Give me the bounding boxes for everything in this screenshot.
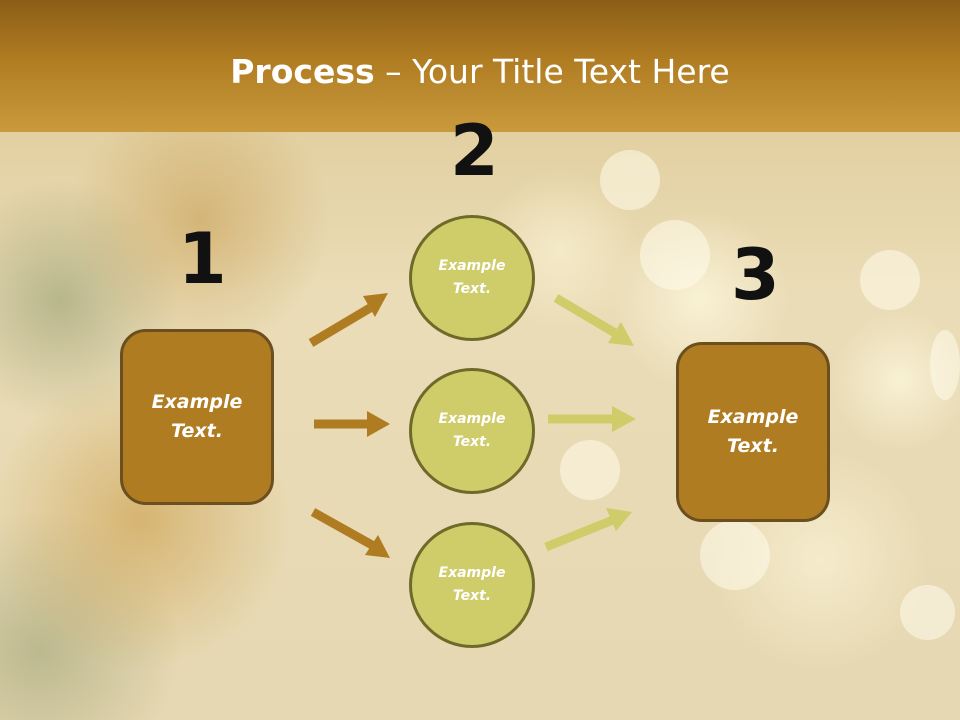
title-bold-text: Process [230,52,375,91]
step-1-box[interactable]: Example Text. [120,329,274,505]
title-rest-text: – Your Title Text Here [374,52,730,91]
arrow-1-to-middle [314,411,390,437]
circle-label-line1: Example [438,258,506,274]
title-band [0,0,960,132]
circle-label-line2: Text. [452,588,492,604]
bokeh-light [700,520,770,590]
step-2-circle-bottom[interactable]: Example Text. [409,522,535,648]
circle-label-line2: Text. [452,281,492,297]
bokeh-light [900,585,955,640]
step-2-number: 2 [450,110,499,192]
bokeh-light [560,440,620,500]
circle-label-line2: Text. [452,434,492,450]
step-3-box[interactable]: Example Text. [676,342,830,522]
bokeh-light [600,150,660,210]
step-2-circle-middle[interactable]: Example Text. [409,368,535,494]
arrow-1-to-top [308,293,388,347]
step-1-number: 1 [178,218,227,300]
bokeh-light [930,330,960,400]
arrow-middle-to-3 [548,406,636,432]
step-1-label-line2: Text. [171,420,223,442]
step-1-label-line1: Example [151,391,243,413]
circle-label-line1: Example [438,565,506,581]
step-3-label-line1: Example [707,406,799,428]
bokeh-light [860,250,920,310]
arrow-top-to-3 [553,294,634,346]
circle-label-line1: Example [438,411,506,427]
step-2-circle-top[interactable]: Example Text. [409,215,535,341]
bokeh-light [640,220,710,290]
arrow-1-to-bottom [310,508,390,558]
slide-title[interactable]: Process – Your Title Text Here [0,52,960,91]
arrow-bottom-to-3 [544,508,632,552]
step-3-label-line2: Text. [727,435,779,457]
step-3-number: 3 [731,234,780,316]
